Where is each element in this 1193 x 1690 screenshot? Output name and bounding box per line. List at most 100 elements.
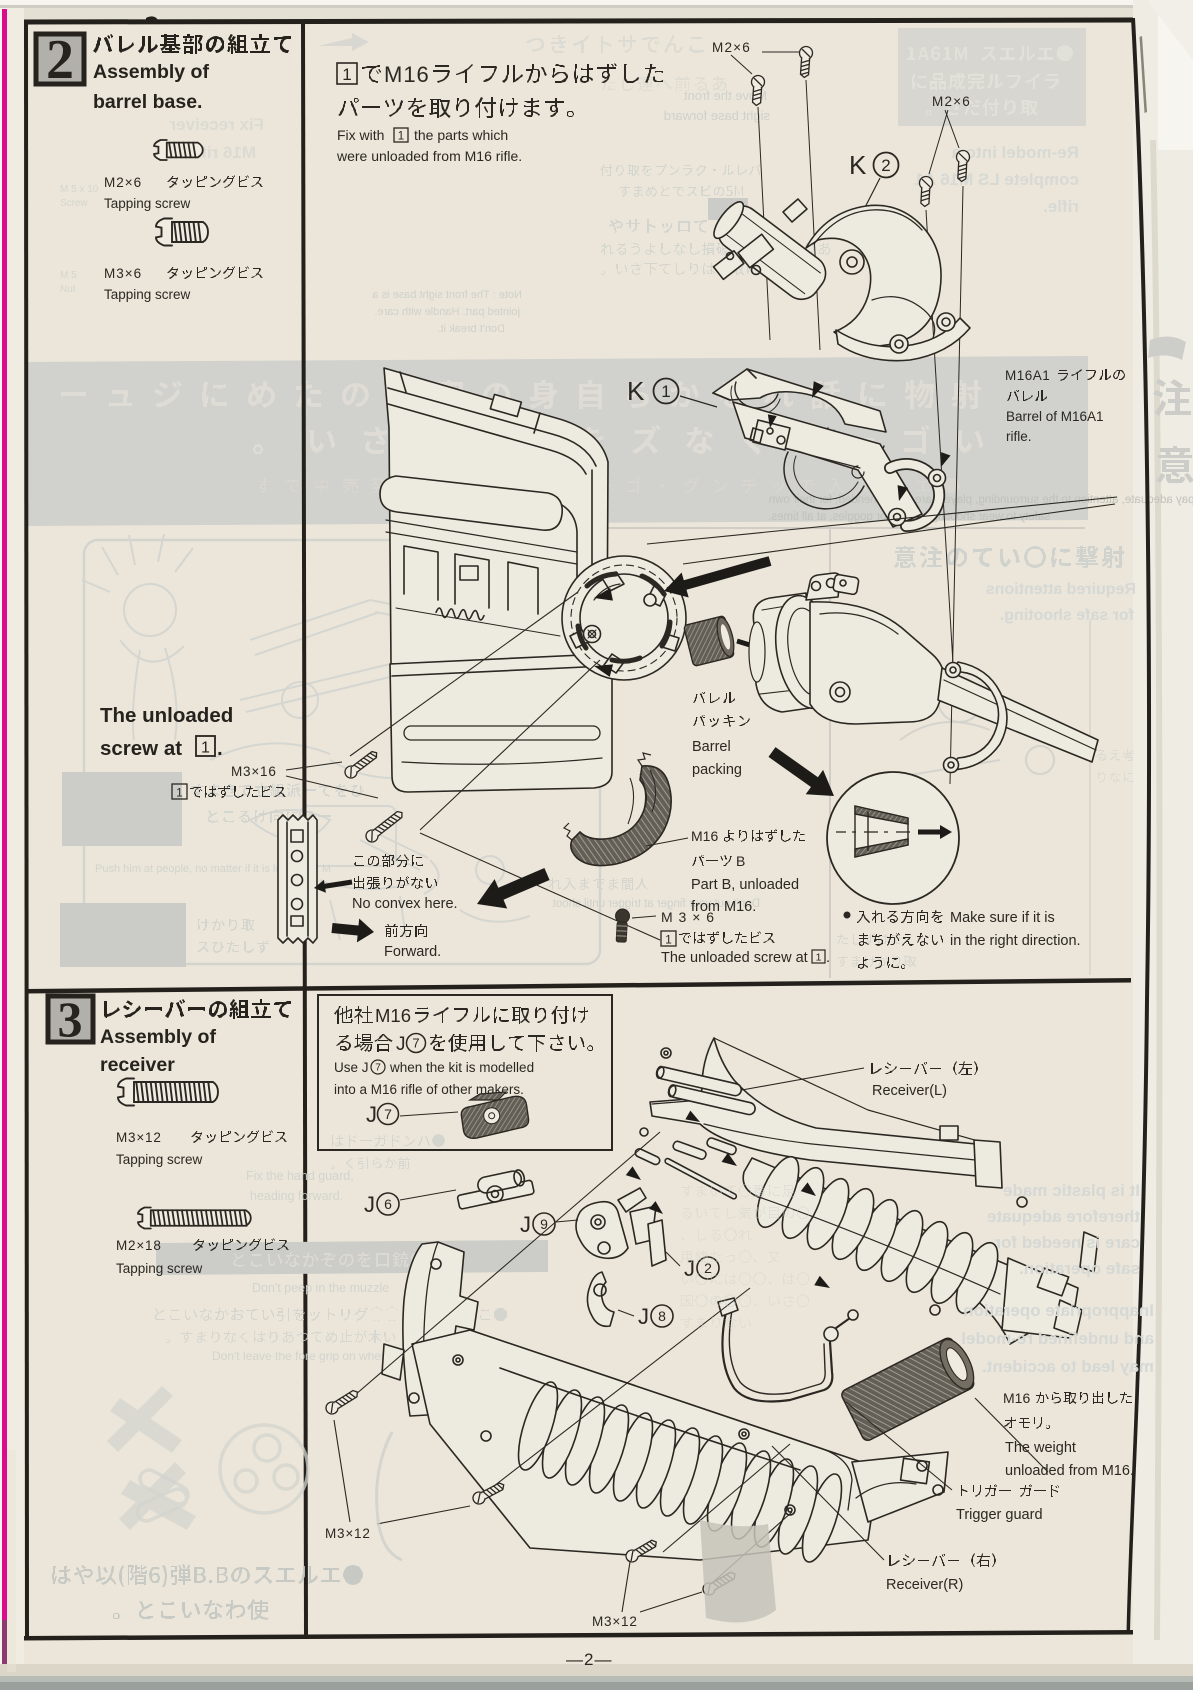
svg-text:unloaded from M16.: unloaded from M16. (1005, 1463, 1134, 1479)
svg-text:2: 2 (46, 29, 74, 91)
svg-text:M16A1: M16A1 (1005, 368, 1050, 383)
svg-text:1: 1 (342, 65, 351, 84)
svg-text:Receiver(R): Receiver(R) (886, 1577, 963, 1593)
svg-text:care is needed for: care is needed for (994, 1233, 1140, 1252)
svg-text:the parts which: the parts which (414, 127, 508, 143)
svg-text:packing: packing (692, 762, 742, 778)
svg-text:The unloaded screw at: The unloaded screw at (661, 950, 808, 966)
svg-text:in the right direction.: in the right direction. (950, 933, 1081, 949)
svg-text:when the kit is modelled: when the kit is modelled (389, 1060, 534, 1075)
svg-text:M16: M16 (384, 62, 430, 87)
svg-text:The weight: The weight (1005, 1440, 1076, 1456)
svg-text:Tapping screw: Tapping screw (104, 287, 191, 302)
svg-text:M 5 x 10: M 5 x 10 (60, 184, 99, 195)
svg-text:Tapping screw: Tapping screw (116, 1152, 203, 1167)
svg-text:7: 7 (384, 1106, 392, 1122)
svg-text:Don't peep in the muzzle: Don't peep in the muzzle (252, 1281, 389, 1295)
svg-text:K: K (627, 376, 645, 406)
svg-text:.: . (217, 737, 223, 760)
svg-text:Assembly of: Assembly of (100, 1026, 216, 1048)
svg-text:J: J (396, 1034, 406, 1055)
svg-text:The unloaded: The unloaded (100, 704, 233, 727)
svg-text:jointed part. Handle with care: jointed part. Handle with care. (374, 306, 521, 318)
svg-text:from M16.: from M16. (691, 899, 756, 915)
svg-text:J: J (366, 1102, 377, 1127)
svg-text:barrel base.: barrel base. (93, 91, 202, 113)
svg-text:J: J (364, 1192, 375, 1217)
svg-text:Fix the hand guard,: Fix the hand guard, (246, 1169, 354, 1183)
svg-text:No convex here.: No convex here. (352, 896, 458, 912)
svg-text:Push him at people, no matter: Push him at people, no matter if it is l… (95, 863, 331, 875)
svg-text:may lead to accident.: may lead to accident. (982, 1357, 1154, 1376)
svg-text:7: 7 (375, 1063, 381, 1074)
svg-text:receiver: receiver (100, 1054, 175, 1076)
svg-text:and undefined re-model: and undefined re-model (961, 1329, 1154, 1348)
svg-text:M 3 × 6: M 3 × 6 (661, 909, 715, 925)
svg-text:heading forward.: heading forward. (250, 1189, 343, 1203)
svg-text:—2—: —2— (566, 1650, 612, 1669)
svg-text:1: 1 (176, 785, 183, 799)
svg-text:6: 6 (384, 1196, 392, 1212)
svg-text:therefore adequate: therefore adequate (987, 1207, 1140, 1226)
svg-text:M16: M16 (1003, 1390, 1030, 1406)
svg-text:Tapping screw: Tapping screw (104, 196, 191, 211)
svg-text:1: 1 (816, 952, 822, 964)
svg-text:8: 8 (658, 1308, 666, 1324)
svg-text:Forward.: Forward. (384, 944, 441, 960)
svg-text:Assembly of: Assembly of (93, 61, 209, 83)
svg-text:Barrel: Barrel (692, 739, 731, 755)
svg-text:Receiver(L): Receiver(L) (872, 1083, 947, 1099)
svg-text:Before shooting with this rifl: Before shooting with this rifle, please … (769, 494, 1193, 506)
svg-text:3: 3 (58, 991, 83, 1047)
svg-text:M3×16: M3×16 (231, 764, 277, 779)
svg-text:safe operation.: safe operation. (1019, 1259, 1140, 1278)
svg-text:Note : The front sight base is: Note : The front sight base is a (372, 289, 522, 301)
svg-text:M 5: M 5 (60, 270, 77, 281)
svg-text:Screw: Screw (60, 198, 89, 209)
svg-text:M3×6: M3×6 (104, 266, 142, 281)
svg-text:M16: M16 (375, 1005, 411, 1026)
svg-text:for safe shooting.: for safe shooting. (1000, 607, 1134, 624)
svg-text:B: B (736, 853, 745, 869)
svg-text:M16: M16 (691, 828, 718, 844)
svg-text:into a M16 rifle of other: into a M16 rifle of other makers. (334, 1082, 524, 1097)
svg-text:M3×12: M3×12 (325, 1526, 371, 1541)
svg-text:M2×6: M2×6 (104, 175, 142, 190)
svg-text:Tapping screw: Tapping screw (116, 1261, 203, 1276)
svg-text:Re-model into a: Re-model into a (951, 143, 1079, 162)
svg-text:complete LS M16 A1: complete LS M16 A1 (914, 170, 1079, 189)
svg-text:Part B, unloaded: Part B, unloaded (691, 877, 799, 893)
svg-text:M3×12: M3×12 (116, 1130, 162, 1145)
svg-text:Fix with: Fix with (337, 127, 384, 143)
svg-text:M3×12: M3×12 (592, 1614, 638, 1629)
svg-text:.: . (826, 950, 830, 966)
svg-text:Nut: Nut (60, 284, 76, 295)
svg-text:2: 2 (881, 156, 890, 175)
svg-text:Make sure if it is: Make sure if it is (950, 910, 1055, 926)
svg-text:J: J (520, 1212, 531, 1237)
svg-text:Barrel of M16A1: Barrel of M16A1 (1006, 409, 1104, 424)
svg-text:Fix receiver: Fix receiver (169, 115, 264, 134)
svg-text:Inappropriate operation: Inappropriate operation (963, 1301, 1154, 1320)
svg-text:M2×18: M2×18 (116, 1238, 162, 1253)
svg-text:It is plastic made: It is plastic made (1003, 1181, 1140, 1200)
svg-text:1: 1 (661, 382, 670, 401)
svg-text:Don't put your finger at trigg: Don't put your finger at trigger until s… (552, 898, 760, 910)
svg-text:M2×6: M2×6 (932, 94, 971, 109)
svg-text:K: K (849, 150, 867, 180)
svg-text:Use J: Use J (334, 1060, 369, 1075)
svg-text:1: 1 (665, 932, 672, 946)
svg-text:7: 7 (412, 1036, 419, 1051)
svg-text:1: 1 (398, 130, 404, 142)
svg-text:9: 9 (540, 1216, 548, 1232)
svg-text:were unloaded from M16 rif: were unloaded from M16 rifle. (336, 148, 522, 164)
svg-text:1: 1 (201, 739, 210, 756)
svg-text:J: J (684, 1256, 695, 1281)
svg-text:2: 2 (704, 1260, 712, 1276)
svg-text:Required attentions: Required attentions (986, 581, 1136, 598)
svg-text:Trigger guard: Trigger guard (956, 1507, 1043, 1523)
svg-text:Don't break it.: Don't break it. (437, 323, 505, 335)
svg-text:rifle.: rifle. (1043, 197, 1079, 216)
svg-text:M2×6: M2×6 (712, 40, 751, 55)
svg-text:sight base forward: sight base forward (664, 108, 770, 123)
